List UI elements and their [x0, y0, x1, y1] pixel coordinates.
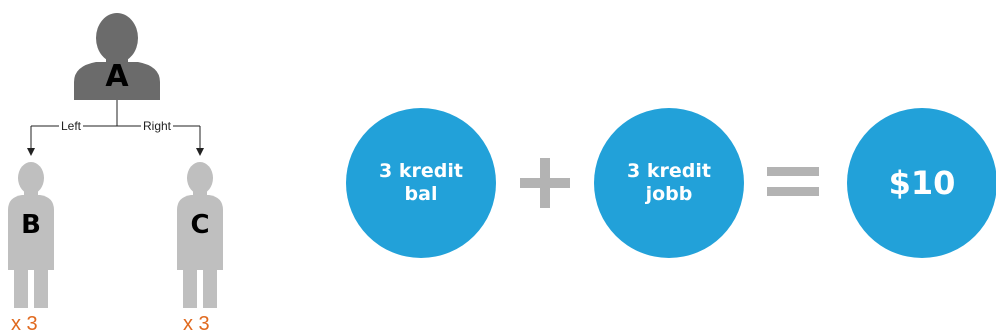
right-credit-circle: 3 kredit jobb — [594, 108, 744, 258]
plus-icon — [520, 158, 570, 208]
person-a-icon — [74, 13, 160, 100]
result-text: $10 — [888, 164, 956, 202]
right-branch-label: Right — [141, 118, 174, 134]
person-b-icon — [8, 162, 54, 308]
right-credit-text: 3 kredit jobb — [627, 160, 711, 205]
tree-connectors — [27, 100, 204, 156]
person-c-icon — [177, 162, 223, 308]
person-b-label: B — [21, 210, 41, 240]
left-branch-label: Left — [59, 118, 84, 134]
person-c-label: C — [190, 210, 210, 240]
equals-icon — [767, 167, 819, 197]
left-credit-text: 3 kredit bal — [379, 160, 463, 205]
result-circle: $10 — [847, 108, 996, 258]
person-c-multiplier: x 3 — [183, 313, 210, 335]
person-b-multiplier: x 3 — [11, 313, 38, 335]
binary-tree — [8, 13, 223, 308]
left-credit-circle: 3 kredit bal — [346, 108, 496, 258]
person-a-label: A — [105, 59, 129, 94]
